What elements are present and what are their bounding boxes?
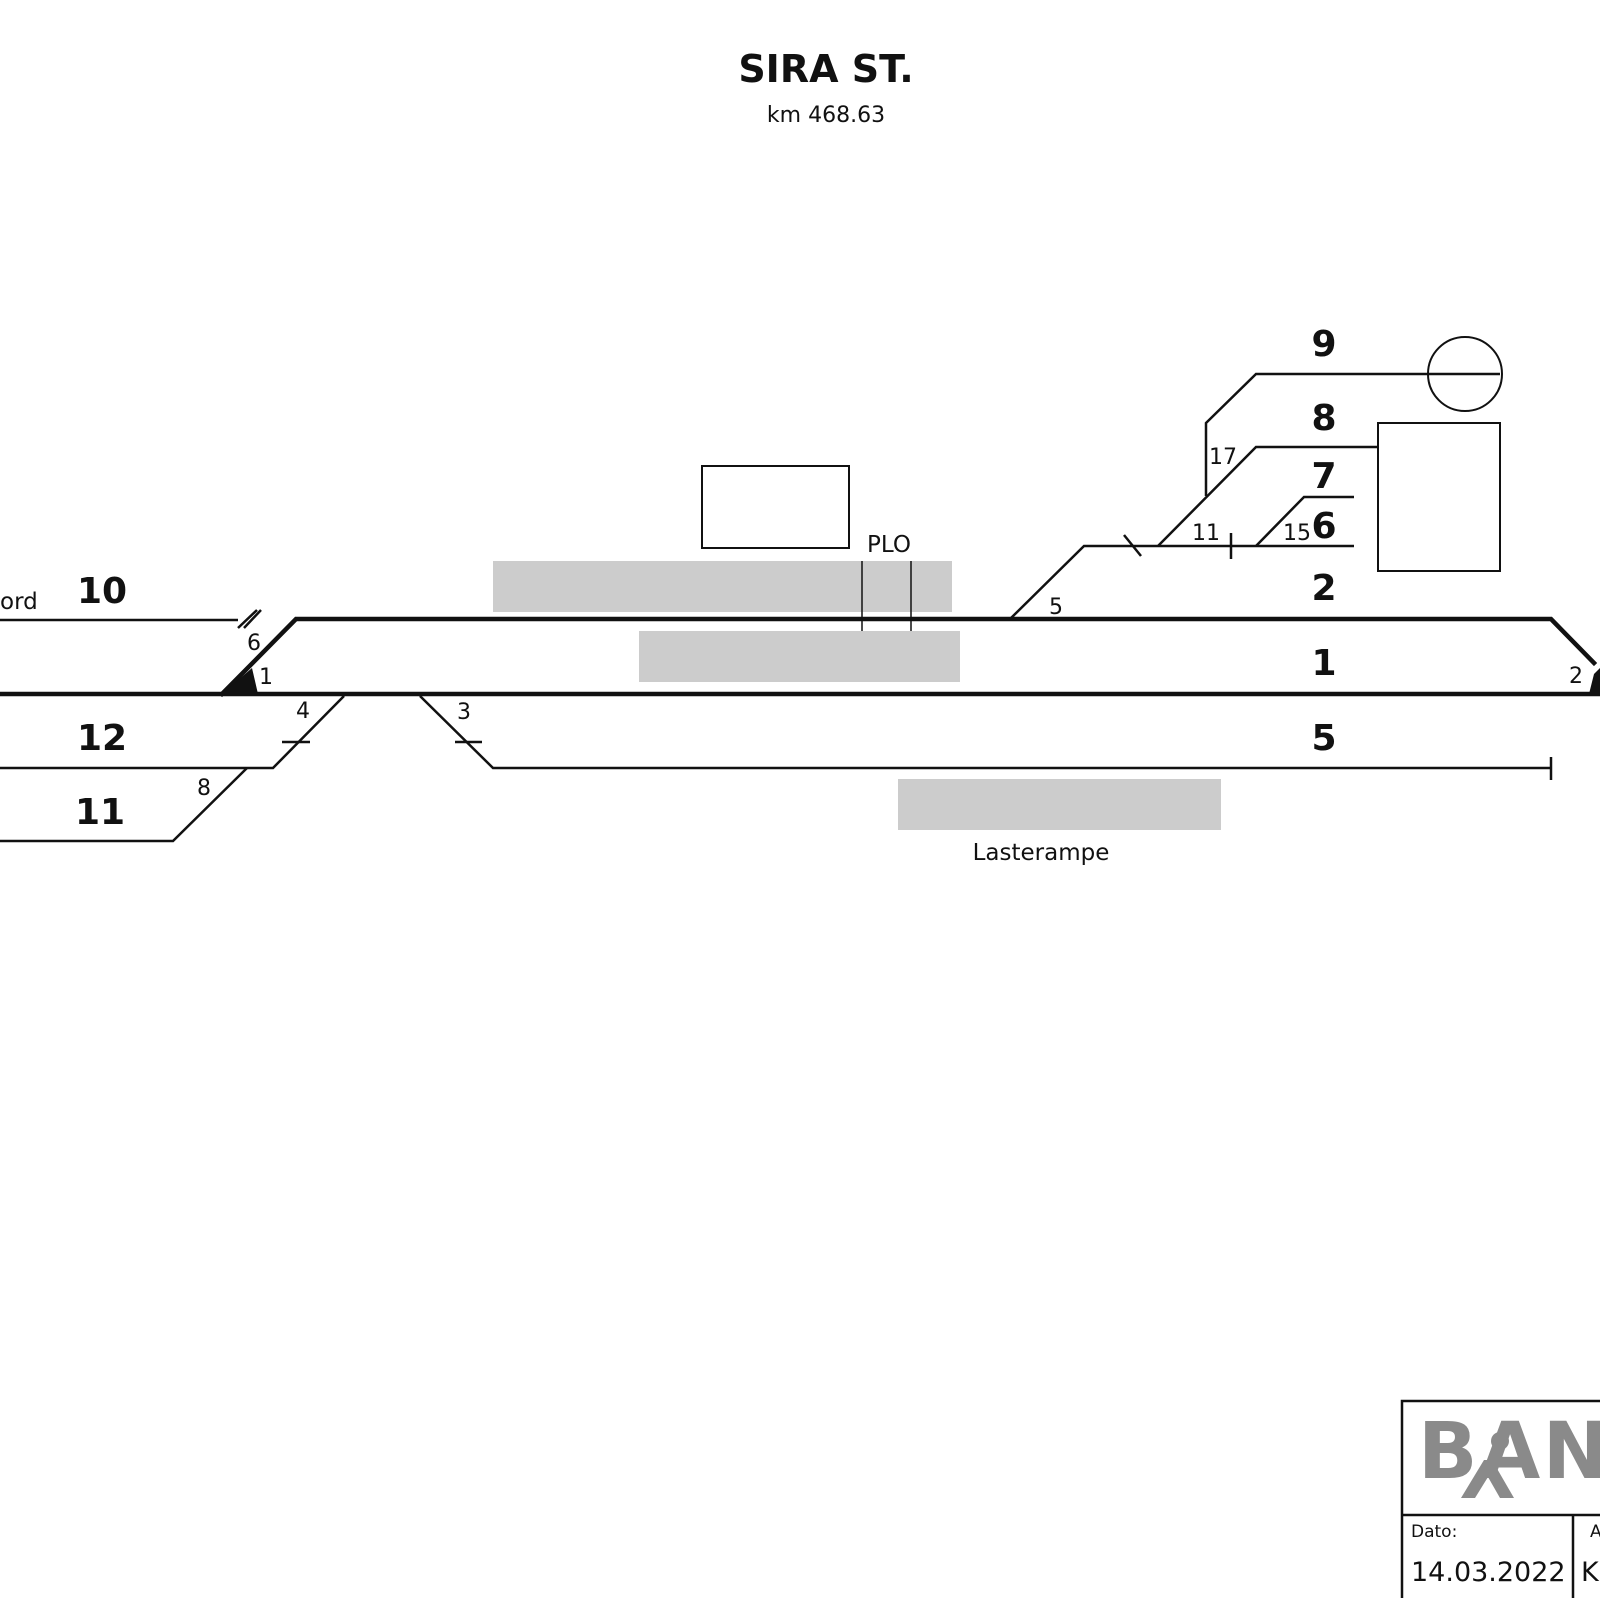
station-name: SIRA ST.: [738, 47, 913, 91]
date-value: 14.03.2022: [1411, 1557, 1566, 1588]
track-6-line: [1009, 544, 1354, 620]
track-8-line: [1157, 445, 1378, 547]
track-label-5: 5: [1311, 718, 1336, 759]
track-label-11: 11: [75, 792, 125, 833]
switch-label-2: 2: [1569, 664, 1583, 689]
track-label-10: 10: [77, 571, 127, 612]
joint-6a: [237, 609, 258, 629]
cut-field-value: K: [1581, 1557, 1600, 1588]
track-12-line: [0, 695, 345, 770]
cut-field-label: A: [1590, 1522, 1600, 1542]
joint-11a: [1123, 534, 1142, 557]
station-building: [701, 465, 850, 549]
logo-head-icon: [1491, 1432, 1509, 1450]
direction-label: ord: [0, 589, 38, 615]
switch-label-11: 11: [1192, 521, 1220, 546]
track-label-6: 6: [1311, 506, 1336, 547]
switch-1-wedge: [222, 668, 258, 694]
goods-building: [1377, 422, 1501, 572]
joint-6b: [243, 609, 262, 629]
switch-label-8: 8: [197, 776, 211, 801]
date-label: Dato:: [1411, 1522, 1457, 1542]
loading-ramp-platform: [898, 779, 1221, 830]
track-label-7: 7: [1311, 456, 1336, 497]
track-label-1: 1: [1311, 643, 1336, 684]
switch-label-3: 3: [457, 700, 471, 725]
bane-nor-logo: BAN: [1418, 1407, 1600, 1498]
track-5-line: [419, 695, 1551, 770]
platform-upper: [493, 561, 952, 612]
logo-text: BAN: [1418, 1407, 1600, 1497]
track-label-2: 2: [1311, 568, 1336, 609]
track-label-8: 8: [1311, 398, 1336, 439]
title-block: BAN Dato: 14.03.2022 A K: [1400, 1399, 1600, 1598]
track-11-line: [0, 767, 248, 843]
loading-ramp-label: Lasterampe: [973, 840, 1110, 866]
track-label-9: 9: [1311, 324, 1336, 365]
logo-figure-icon: [1461, 1460, 1514, 1498]
platform-middle: [639, 631, 960, 682]
track-2-line: [218, 616, 1598, 698]
switch-label-1: 1: [259, 665, 273, 690]
switch-label-4: 4: [296, 699, 310, 724]
track-9-line: [1204, 372, 1500, 496]
track-label-12: 12: [77, 718, 127, 759]
track-7-line: [1255, 495, 1354, 547]
switch-label-15: 15: [1283, 521, 1311, 546]
switch-2-wedge: [1589, 668, 1600, 694]
switch-label-5: 5: [1049, 595, 1063, 620]
station-km: km 468.63: [767, 103, 885, 128]
switch-label-6: 6: [247, 631, 261, 656]
switch-label-17: 17: [1209, 445, 1237, 470]
plo-label: PLO: [867, 532, 911, 558]
